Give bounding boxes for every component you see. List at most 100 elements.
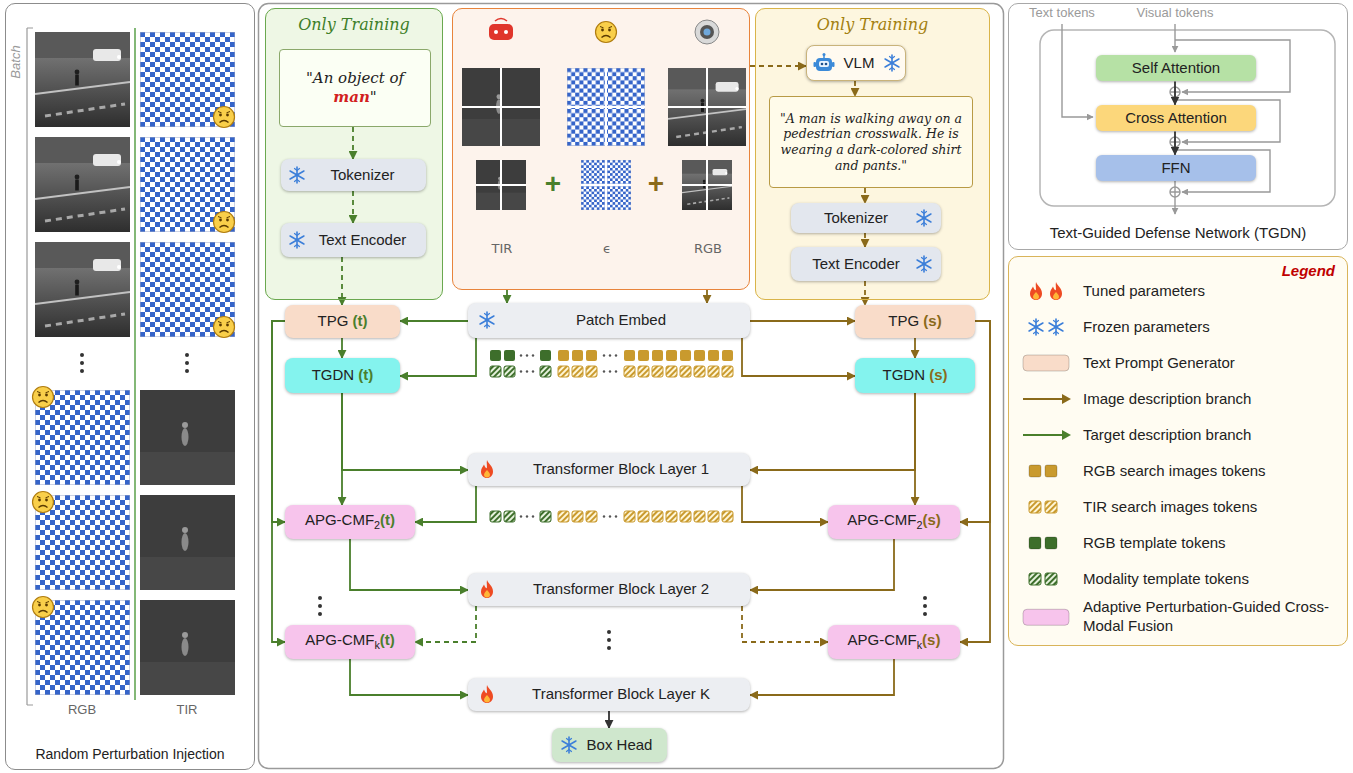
- node-label: 2: [374, 519, 380, 531]
- batch-images: [140, 600, 235, 695]
- node-label: Text Encoder: [319, 231, 407, 250]
- robot-icon: [823, 53, 826, 56]
- connector: [506, 290, 508, 303]
- panel-fill: [1008, 3, 1348, 250]
- robot-icon: [832, 62, 835, 67]
- snow-icon: [478, 311, 496, 329]
- batch-images: [140, 242, 235, 337]
- legend-label: Text Prompt Generator: [1083, 354, 1345, 373]
- prompt-generator: TPG (t): [285, 305, 400, 338]
- caption-box: "A man is walking away on a pedestrian c…: [769, 96, 973, 188]
- legend-sample: [1049, 319, 1063, 335]
- defense-network: TGDN (t): [285, 358, 400, 393]
- node-label: Tokenizer: [824, 209, 888, 228]
- token-rows: [490, 366, 733, 377]
- snow-icon: [290, 167, 304, 183]
- ellipsis-dots: [607, 646, 611, 650]
- flame-icon: [481, 685, 493, 703]
- tgdn-detail: [1174, 180, 1175, 187]
- node-label: Cross Attention: [1125, 109, 1227, 128]
- snow-icon: [885, 55, 899, 71]
- node-label: TPG (t): [317, 312, 367, 331]
- node-label: APG-CMFk(t): [305, 631, 395, 652]
- legend-swatch: [1045, 537, 1057, 549]
- transformer-layer: Transformer Block Layer K: [468, 678, 750, 711]
- legend-sample: [1029, 319, 1043, 335]
- node-label: Patch Embed: [576, 311, 666, 330]
- snow-icon: [290, 232, 304, 248]
- legend-label: Target description branch: [1083, 426, 1345, 445]
- connector: [960, 321, 990, 522]
- node-label: (t): [358, 366, 373, 383]
- connector: [342, 393, 468, 470]
- training-panel: "An object of man"TokenizerText EncoderO…: [265, 8, 443, 300]
- legend-sample: [1019, 605, 1073, 629]
- batch-images: [140, 32, 235, 127]
- training-panel: VLM "A man is walking away on a pedestria…: [755, 8, 990, 300]
- column-divider: [134, 28, 136, 700]
- snow-icon: [917, 210, 931, 226]
- ellipsis-dots: [923, 612, 927, 616]
- token-rows: [490, 511, 733, 522]
- legend-sample: [1019, 567, 1073, 591]
- panel-title: Only Training: [756, 15, 989, 35]
- connector: [400, 338, 476, 376]
- legend-sample: [1019, 387, 1073, 411]
- legend-sample: [1019, 279, 1073, 303]
- radar-icon: [489, 24, 513, 40]
- legend-item: RGB template tokens: [1019, 531, 1345, 555]
- camera-icon: [695, 20, 719, 44]
- legend-item: Modality template tokens: [1019, 567, 1345, 591]
- fusion-module: APG-CMF2(t): [285, 505, 415, 539]
- tgdn-detail: [1040, 30, 1335, 206]
- input-label: Text tokens: [1029, 6, 1095, 21]
- connector: [750, 393, 915, 470]
- node-label: (s): [929, 366, 947, 383]
- batch-images: [140, 495, 235, 590]
- panel-title: Text-Guided Defense Network (TGDN): [1009, 224, 1347, 243]
- legend-sample: [1019, 351, 1073, 375]
- connector: [750, 539, 894, 590]
- attention-block: Self Attention: [1096, 55, 1256, 82]
- legend-sample: [1062, 430, 1071, 440]
- transformer-layer: Transformer Block Layer 1: [468, 453, 750, 486]
- legend-swatch: [1045, 465, 1057, 477]
- node-label: Text Encoder: [812, 255, 900, 274]
- legend-swatch: [1029, 465, 1041, 477]
- prompt-generator: TPG (s): [855, 305, 975, 338]
- legend-item: Frozen parameters: [1019, 315, 1345, 339]
- snow-icon: [917, 256, 931, 272]
- legend-sample: [1030, 282, 1042, 300]
- node-label: (t): [380, 631, 395, 648]
- sad-icon: [596, 22, 617, 43]
- legend-sample: [1030, 282, 1042, 300]
- panel-title: TIR: [492, 241, 513, 257]
- vlm-box: VLM: [806, 45, 906, 81]
- connector: [742, 606, 828, 642]
- batch-images: [35, 137, 130, 232]
- legend-swatch: [1029, 465, 1057, 477]
- node-label: (t): [353, 312, 368, 329]
- node-label: Transformer Block Layer 1: [533, 460, 709, 479]
- batch-images: [140, 137, 235, 232]
- flame-icon: [478, 459, 496, 479]
- node-label: Box Head: [587, 736, 653, 755]
- connector: [864, 188, 866, 203]
- column-label: RGB: [68, 703, 96, 718]
- injection-panel: Random Perturbation Injection: [5, 3, 255, 770]
- node-label: TGDN: [312, 366, 359, 383]
- node-label: APG-CMF: [847, 511, 916, 528]
- token-rows: [490, 350, 733, 522]
- legend-label: RGB template tokens: [1083, 534, 1345, 553]
- panel-fill: [265, 3, 1348, 646]
- snow-icon: [290, 167, 304, 183]
- node-label: man: [333, 88, 370, 106]
- node-label: Tokenizer: [330, 166, 394, 185]
- legend-item: TIR search images tokens: [1019, 495, 1345, 519]
- tokenizer-box: Tokenizer: [281, 159, 426, 191]
- snow-icon: [883, 54, 901, 72]
- legend-item: RGB search images tokens: [1019, 459, 1345, 483]
- robot-icon: [819, 61, 829, 67]
- radar-icon: [495, 19, 507, 22]
- column-label: TIR: [177, 703, 198, 718]
